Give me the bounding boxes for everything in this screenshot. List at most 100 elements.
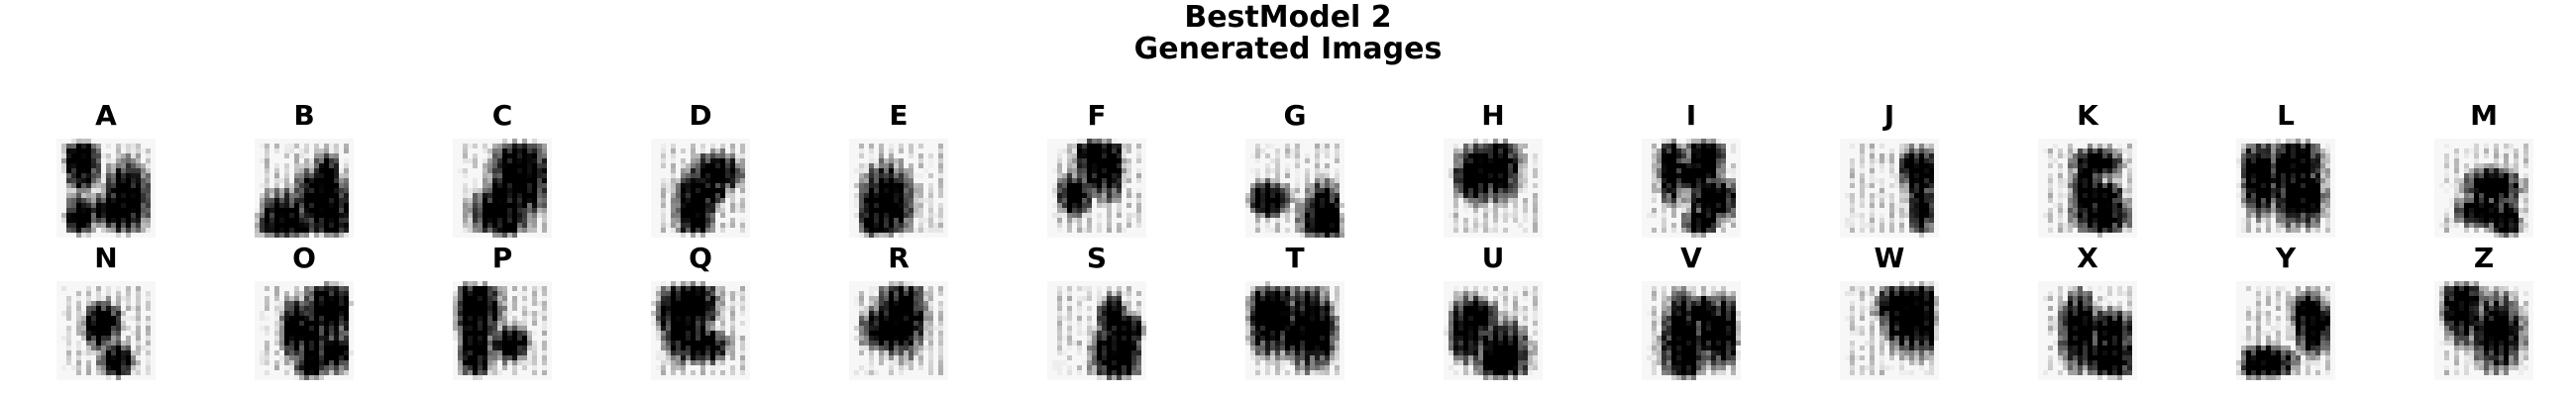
pixel (483, 360, 487, 365)
pixel (131, 168, 136, 173)
pixel (2093, 188, 2097, 193)
pixel (1533, 208, 1538, 213)
pixel (463, 173, 468, 178)
pixel (928, 296, 933, 301)
pixel (869, 355, 874, 360)
pixel (2093, 144, 2097, 148)
pixel (1711, 144, 1716, 148)
pixel (453, 321, 458, 326)
pixel (497, 296, 502, 301)
pixel (304, 148, 309, 153)
pixel (2310, 188, 2315, 193)
pixel (894, 355, 899, 360)
pixel (1285, 213, 1290, 218)
pixel (1340, 228, 1344, 233)
pixel (1691, 203, 1696, 208)
pixel (478, 296, 483, 301)
pixel (1523, 188, 1528, 193)
pixel (661, 158, 666, 163)
pixel (1275, 168, 1280, 173)
pixel (468, 223, 473, 228)
pixel (1107, 153, 1112, 158)
pixel (1899, 228, 1904, 233)
pixel (1681, 148, 1686, 153)
pixel (1315, 203, 1320, 208)
pixel (279, 213, 284, 218)
pixel (913, 193, 918, 198)
pixel (2494, 173, 2499, 178)
pixel (1473, 178, 1478, 183)
pixel (1686, 223, 1691, 228)
pixel (1107, 291, 1112, 296)
pixel (2241, 223, 2246, 228)
pixel (2078, 198, 2083, 203)
pixel (532, 296, 537, 301)
pixel (329, 301, 334, 306)
pixel (319, 296, 324, 301)
pixel (1508, 173, 1513, 178)
pixel (2058, 173, 2063, 178)
pixel (2464, 188, 2469, 193)
pixel (2444, 188, 2449, 193)
pixel (1478, 193, 1483, 198)
pixel (1087, 208, 1092, 213)
pixel (319, 193, 324, 198)
pixel (1295, 183, 1300, 188)
pixel (1711, 198, 1716, 203)
pixel (2068, 203, 2073, 208)
pixel (1453, 213, 1458, 218)
pixel (2127, 213, 2132, 218)
pixel (1468, 198, 1473, 203)
pixel (894, 193, 899, 198)
pixel (700, 163, 705, 168)
pixel (676, 188, 681, 193)
pixel (334, 193, 339, 198)
pixel (522, 355, 527, 360)
pixel (909, 281, 913, 286)
pixel (720, 311, 725, 316)
pixel (1523, 198, 1528, 203)
pixel (473, 188, 478, 193)
pixel (710, 360, 715, 365)
pixel (2444, 153, 2449, 158)
pixel (686, 281, 691, 286)
pixel (2093, 173, 2097, 178)
pixel (681, 355, 686, 360)
pixel (1062, 198, 1067, 203)
pixel (1112, 158, 1117, 163)
pixel (76, 370, 81, 375)
pixel (2464, 203, 2469, 208)
pixel (1136, 158, 1141, 163)
pixel (96, 163, 101, 168)
pixel (909, 223, 913, 228)
pixel (2112, 208, 2117, 213)
pixel (2325, 153, 2330, 158)
pixel (1508, 148, 1513, 153)
pixel (314, 306, 319, 311)
pixel (1929, 208, 1934, 213)
pixel (720, 306, 725, 311)
pixel (502, 291, 507, 296)
pixel (2519, 183, 2523, 188)
pixel (487, 296, 492, 301)
pixel (2459, 188, 2464, 193)
pixel (96, 355, 101, 360)
pixel (334, 360, 339, 365)
pixel (542, 193, 547, 198)
pixel (2504, 218, 2509, 223)
pixel (265, 223, 269, 228)
pixel (938, 360, 943, 365)
pixel (720, 301, 725, 306)
pixel (1513, 213, 1518, 218)
pixel (1458, 158, 1463, 163)
pixel (101, 183, 106, 188)
pixel (1097, 228, 1102, 233)
pixel (913, 311, 918, 316)
pixel (884, 173, 889, 178)
pixel (126, 163, 131, 168)
pixel (339, 188, 344, 193)
pixel (2310, 144, 2315, 148)
pixel (2083, 163, 2088, 168)
pixel (710, 311, 715, 316)
pixel (874, 213, 879, 218)
